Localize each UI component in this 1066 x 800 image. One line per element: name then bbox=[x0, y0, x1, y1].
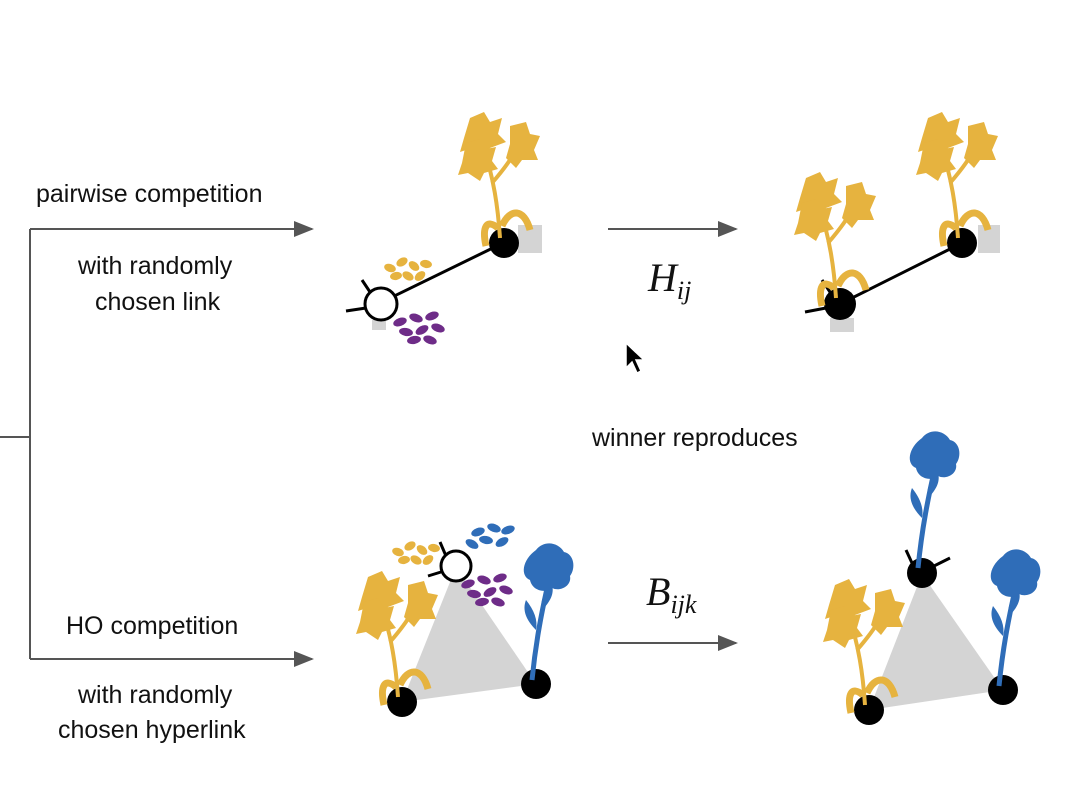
hyperedge bbox=[869, 574, 1003, 710]
subscript: ij bbox=[676, 276, 692, 305]
hyperedge bbox=[402, 567, 536, 702]
empty-node bbox=[363, 286, 399, 322]
ho-subtitle-1: with randomly bbox=[78, 681, 233, 709]
blue-plant-icon bbox=[524, 543, 574, 680]
ho-subtitle-2: chosen hyperlink bbox=[58, 716, 246, 744]
winner-label: winner reproduces bbox=[592, 424, 798, 452]
pairwise-subtitle-2: chosen link bbox=[95, 288, 221, 316]
blue-plant-icon bbox=[991, 549, 1041, 686]
yellow-plant-icon bbox=[356, 571, 438, 705]
yellow-seeds-icon bbox=[390, 539, 441, 567]
pairwise-title: pairwise competition bbox=[36, 180, 263, 208]
purple-seeds-icon bbox=[392, 309, 446, 347]
ho-before-graph bbox=[356, 523, 574, 717]
pairwise-before-graph bbox=[345, 112, 542, 347]
ho-title: HO competition bbox=[66, 612, 239, 640]
symbol: B bbox=[646, 569, 671, 614]
branch-lines bbox=[0, 221, 738, 667]
subscript: ijk bbox=[670, 590, 697, 619]
occupied-node bbox=[489, 228, 519, 258]
ho-rate-symbol: Bijk bbox=[646, 568, 696, 620]
blue-offspring-plant-icon bbox=[910, 431, 960, 568]
yellow-seeds-icon bbox=[382, 255, 433, 283]
pairwise-rate-symbol: Hij bbox=[648, 254, 691, 306]
symbol: H bbox=[648, 255, 677, 300]
ho-after-graph bbox=[823, 431, 1040, 725]
yellow-plant-icon bbox=[916, 112, 998, 246]
yellow-plant-icon bbox=[458, 112, 540, 246]
pairwise-after-graph bbox=[794, 112, 1000, 332]
yellow-plant-icon bbox=[823, 579, 905, 713]
yellow-offspring-plant-icon bbox=[794, 172, 876, 306]
mouse-cursor-icon bbox=[625, 341, 646, 375]
pairwise-subtitle-1: with randomly bbox=[78, 252, 233, 280]
blue-seeds-icon bbox=[465, 523, 515, 549]
